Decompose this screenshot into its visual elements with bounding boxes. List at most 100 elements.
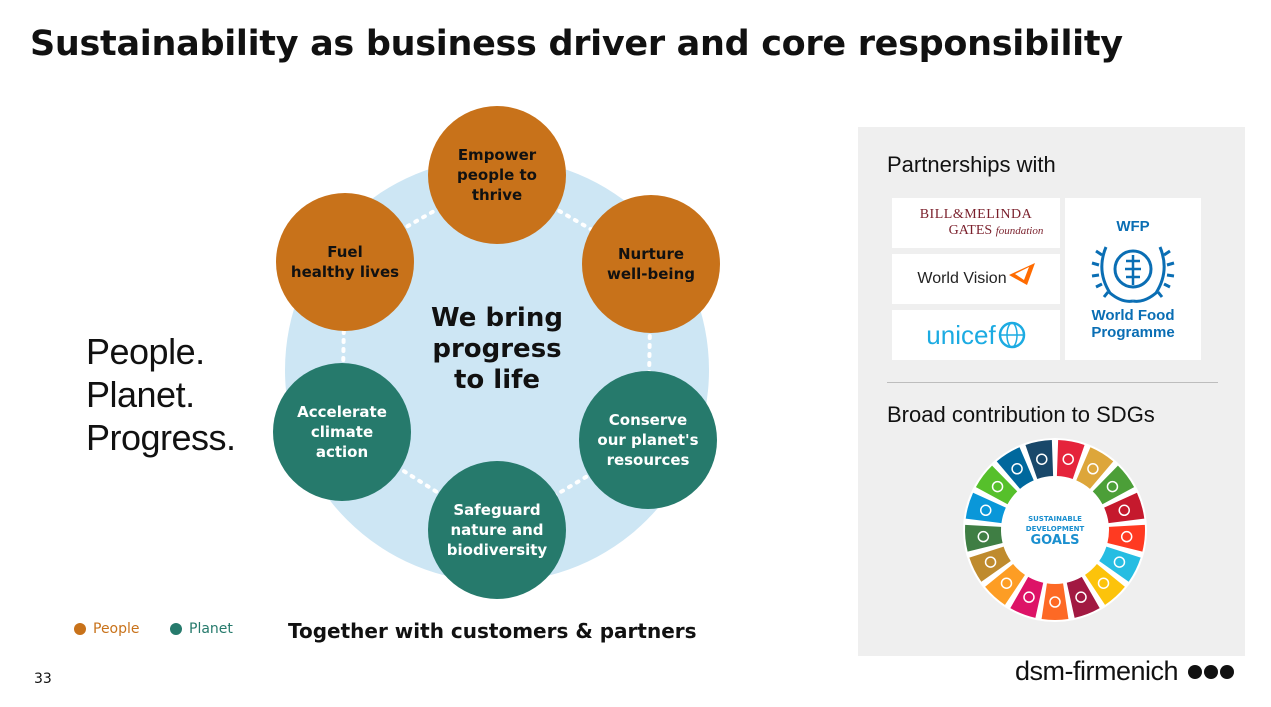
gates-line1: BILL&MELINDA <box>919 207 1033 222</box>
wfp-logo: WFP World Food Programme <box>1065 198 1201 360</box>
sdg-heading: Broad contribution to SDGs <box>887 402 1155 427</box>
sdg-segment <box>969 546 1011 582</box>
brand-name: dsm-firmenich <box>1015 656 1179 686</box>
sdg-goal-icon <box>979 504 992 517</box>
node-label-line: Conserve <box>609 411 687 429</box>
sdg-goal-icon <box>1097 577 1110 589</box>
wfp-line1: World Food <box>1091 306 1175 324</box>
legend-people: People <box>74 621 140 637</box>
panel-divider <box>887 382 1218 383</box>
sdg-segment <box>1066 576 1100 618</box>
sdg-goal-icon <box>1118 504 1131 517</box>
sdg-goal-icon <box>1075 591 1087 603</box>
diagram-footer: Together with customers & partners <box>288 619 697 643</box>
sdg-segment <box>1099 546 1141 582</box>
sdg-goal-icon <box>1011 463 1023 475</box>
sdg-segment <box>1041 583 1069 620</box>
center-text-line: progress <box>432 334 561 364</box>
sdg-goal-icon <box>1106 480 1119 493</box>
sdg-goal-icon <box>991 480 1004 493</box>
sdg-center-text: SUSTAINABLE <box>1028 515 1082 523</box>
world-vision-logo: World Vision <box>892 254 1060 304</box>
node-label-line: our planet's <box>597 431 698 449</box>
node-label-line: Safeguard <box>453 501 540 519</box>
tagline-planet: Planet. <box>86 374 195 415</box>
world-vision-star-icon <box>1008 263 1035 285</box>
node-label-line: action <box>316 443 368 461</box>
sdg-segment <box>1104 492 1145 524</box>
sdg-segment <box>975 465 1018 505</box>
node-circle <box>579 371 717 509</box>
diagram-node: Nurture well-being <box>582 195 720 333</box>
node-label-line: people to <box>457 166 537 184</box>
node-label-line: Fuel <box>327 243 363 261</box>
diagram-node: Conserve our planet's resources <box>579 371 717 509</box>
sdg-segment <box>1010 576 1044 618</box>
page-number: 33 <box>34 671 52 687</box>
sdg-goal-icon <box>984 556 997 568</box>
wfp-line2: Programme <box>1091 323 1175 341</box>
diagram-node: Accelerate climate action <box>273 363 411 501</box>
legend-planet-label: Planet <box>189 621 233 637</box>
node-circle <box>273 363 411 501</box>
sdg-segment <box>1107 524 1145 552</box>
sdg-center-text: DEVELOPMENT <box>1026 525 1085 533</box>
unicef-globe-icon <box>998 321 1025 349</box>
sdg-segment <box>1025 440 1054 479</box>
sdg-goal-icon <box>1087 463 1099 475</box>
node-circle <box>276 193 414 331</box>
sdg-segment <box>1056 440 1085 479</box>
sdg-segment <box>985 564 1025 605</box>
gates-foundation-logo: BILL&MELINDA GATES foundation <box>892 198 1060 248</box>
sdg-goal-icon <box>1049 596 1061 608</box>
node-label-line: Accelerate <box>297 403 387 421</box>
partners-panel: Partnerships with BILL&MELINDA GATES fou… <box>858 127 1245 656</box>
wfp-wreath-icon <box>1091 245 1175 303</box>
node-label-line: resources <box>607 451 690 469</box>
sdg-goal-icon <box>1036 453 1048 465</box>
node-label-line: Nurture <box>618 245 684 263</box>
node-circle <box>582 195 720 333</box>
node-label-line: climate <box>311 423 373 441</box>
tagline-people: People. <box>86 331 205 372</box>
tagline-progress: Progress. <box>86 417 236 458</box>
brand-dots-icon <box>1186 664 1235 679</box>
sdg-goal-icon <box>1023 591 1035 603</box>
sdg-goal-icon <box>1062 453 1074 465</box>
sdg-center <box>1003 478 1107 582</box>
sdg-segment <box>1092 465 1135 505</box>
sdg-goal-icon <box>977 530 990 543</box>
node-label-line: well-being <box>607 265 695 283</box>
legend-people-label: People <box>93 621 140 637</box>
node-label-line: biodiversity <box>447 541 548 559</box>
sdg-center-text: GOALS <box>1030 533 1079 548</box>
tagline: People. Planet. Progress. <box>86 330 236 459</box>
sdg-goal-icon <box>1113 556 1126 568</box>
gates-line2: GATES <box>948 223 993 238</box>
center-text-line: to life <box>454 365 540 395</box>
sdg-segment <box>996 447 1034 489</box>
sdg-segment <box>1076 447 1114 489</box>
partnerships-heading: Partnerships with <box>887 152 1056 177</box>
unicef-logo: unicef <box>892 310 1060 360</box>
sdg-goal-icon <box>1000 577 1013 589</box>
world-vision-text: World Vision <box>917 270 1007 287</box>
legend-people-dot <box>74 623 86 635</box>
legend-planet: Planet <box>170 621 233 637</box>
node-label-line: Empower <box>458 146 537 164</box>
node-circle <box>428 106 566 244</box>
sdg-segment <box>1085 564 1125 605</box>
sdg-segment <box>965 492 1006 524</box>
brand-logo: dsm-firmenich <box>1015 656 1235 687</box>
sdg-segment <box>965 524 1003 552</box>
center-text-line: We bring <box>431 303 563 333</box>
unicef-text: unicef <box>926 319 996 350</box>
gates-foundation-text: foundation <box>995 225 1044 237</box>
page-title: Sustainability as business driver and co… <box>30 24 1123 64</box>
sdg-goal-icon <box>1120 530 1133 543</box>
